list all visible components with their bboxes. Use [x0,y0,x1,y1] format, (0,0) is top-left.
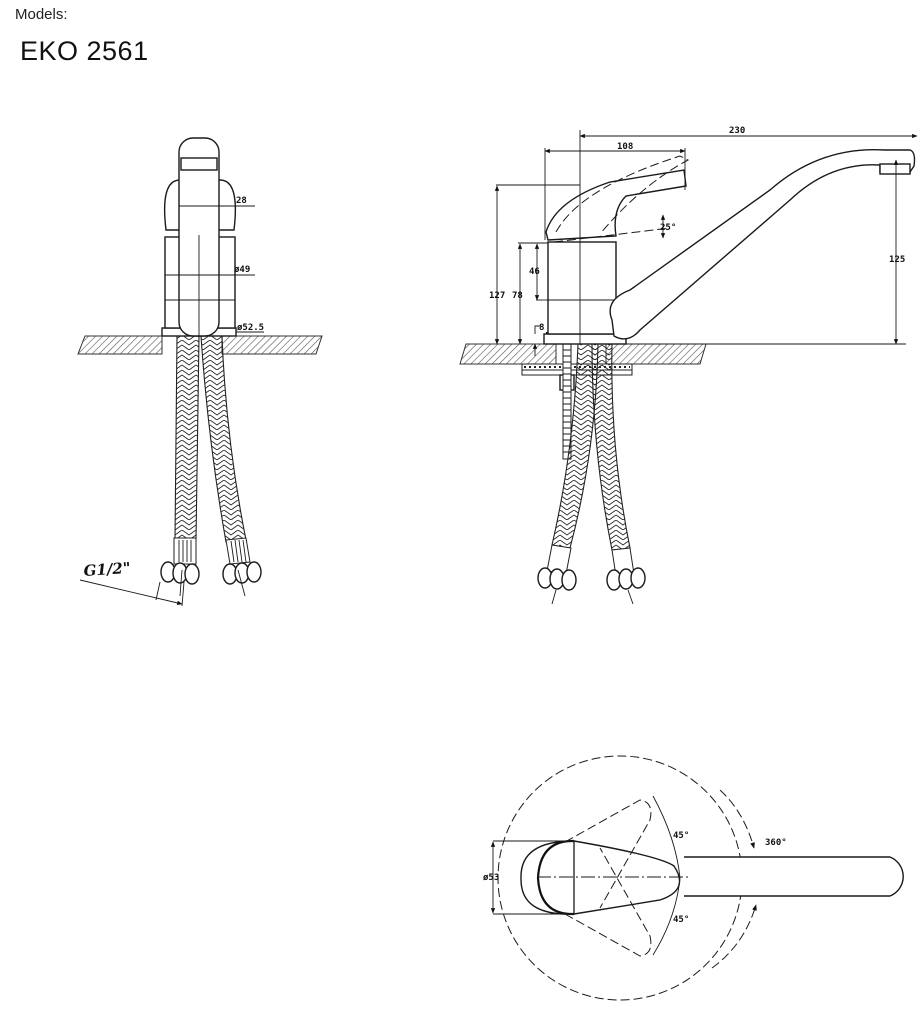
dim-lever-angle-down: 45° [673,915,689,925]
dim-hose-thread: G1/2" [83,559,131,580]
dim-base-thickness: 8 [539,323,544,333]
dim-body-height: 78 [512,291,523,301]
hoses-front [160,335,262,597]
model-name: EKO 2561 [20,36,149,66]
dim-lever-length: 108 [617,142,633,152]
dim-cartridge-height: 46 [529,267,540,277]
dim-spout-rotation: 360° [765,838,787,848]
dim-base-diameter: ø52.5 [237,323,264,333]
hoses-side [537,343,646,605]
dim-reach: 230 [729,126,745,136]
dim-top-body-diameter: ø53 [483,873,499,883]
countertop-side [459,343,906,365]
faucet-body-side [543,130,916,345]
dim-lever-angle: 25° [660,223,676,233]
faucet-body-front [161,137,237,337]
side-view: 230 108 25° 125 127 78 46 8 [459,126,918,605]
dim-total-height: 127 [489,291,505,301]
side-dimensions: 230 108 25° 125 127 78 46 8 [489,126,918,356]
dim-lever-width: 28 [236,196,247,206]
dim-spout-height: 125 [889,255,905,265]
front-dimensions: 28 ø49 ø52.5 G1/2" [79,196,264,607]
dim-lever-angle-up: 45° [673,831,689,841]
top-view: ø53 45° 45° 360° [483,755,904,1001]
models-label: Models: [15,6,68,23]
countertop-front [77,335,323,355]
front-view: 28 ø49 ø52.5 G1/2" [77,137,323,607]
dim-body-diameter: ø49 [234,265,250,275]
